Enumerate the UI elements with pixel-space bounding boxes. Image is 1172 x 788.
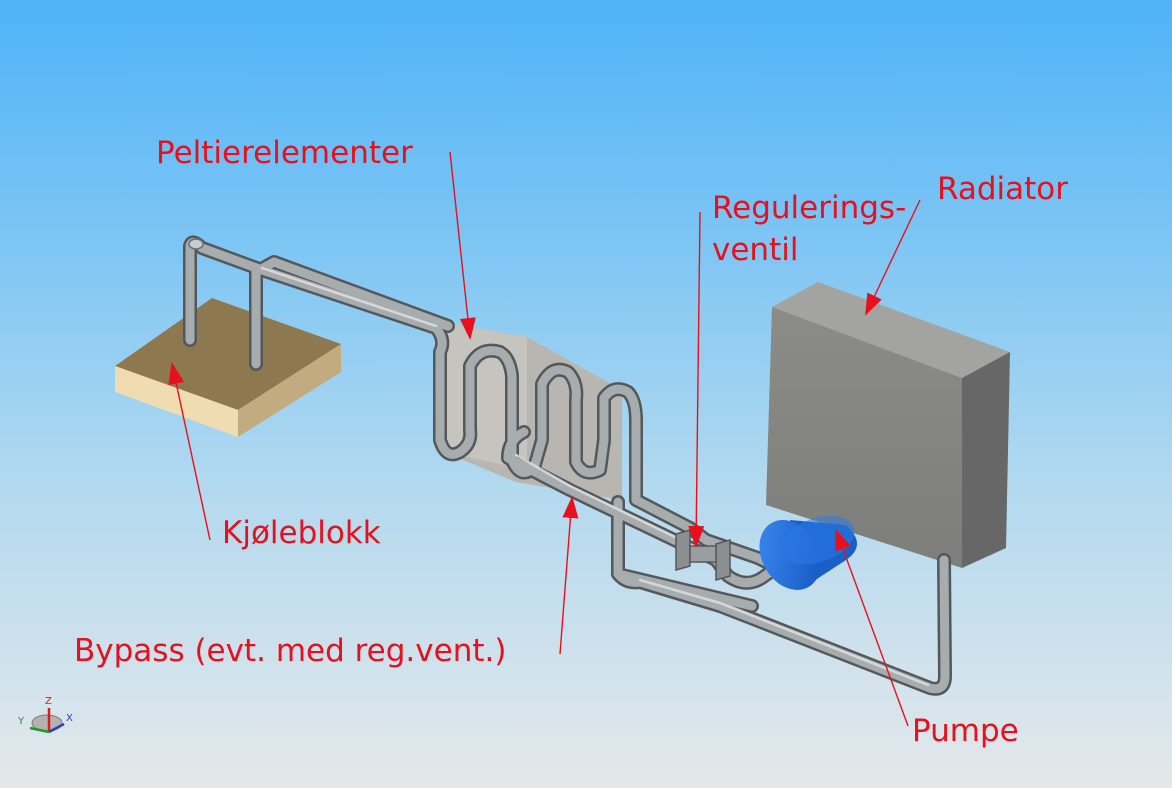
label-kjoleblokk: Kjøleblokk	[222, 515, 381, 551]
arrow-pumpe	[835, 528, 909, 727]
label-regulerings: Regulerings-	[712, 190, 907, 226]
axis-label-y: Y	[18, 716, 25, 727]
axis-triad	[29, 708, 65, 734]
cooling-block	[115, 298, 341, 437]
label-pumpe: Pumpe	[912, 713, 1019, 749]
regulating-valve	[675, 529, 731, 581]
arrow-kjoleblokk	[168, 362, 211, 541]
arrow-regulering	[688, 211, 705, 548]
label-ventil: ventil	[712, 232, 799, 268]
label-radiator: Radiator	[937, 171, 1069, 207]
arrow-peltier	[449, 151, 476, 340]
axis-label-x: X	[66, 713, 73, 724]
axis-y-line	[29, 726, 50, 734]
label-bypass: Bypass (evt. med reg.vent.)	[74, 633, 507, 669]
arrow-radiator	[865, 199, 921, 316]
label-peltierelementer: Peltierelementer	[156, 135, 413, 171]
arrow-bypass	[559, 496, 579, 655]
radiator	[766, 282, 1010, 568]
axis-x-line	[48, 722, 65, 734]
annotation-arrows	[168, 151, 921, 727]
axis-label-z: Z	[45, 696, 52, 707]
